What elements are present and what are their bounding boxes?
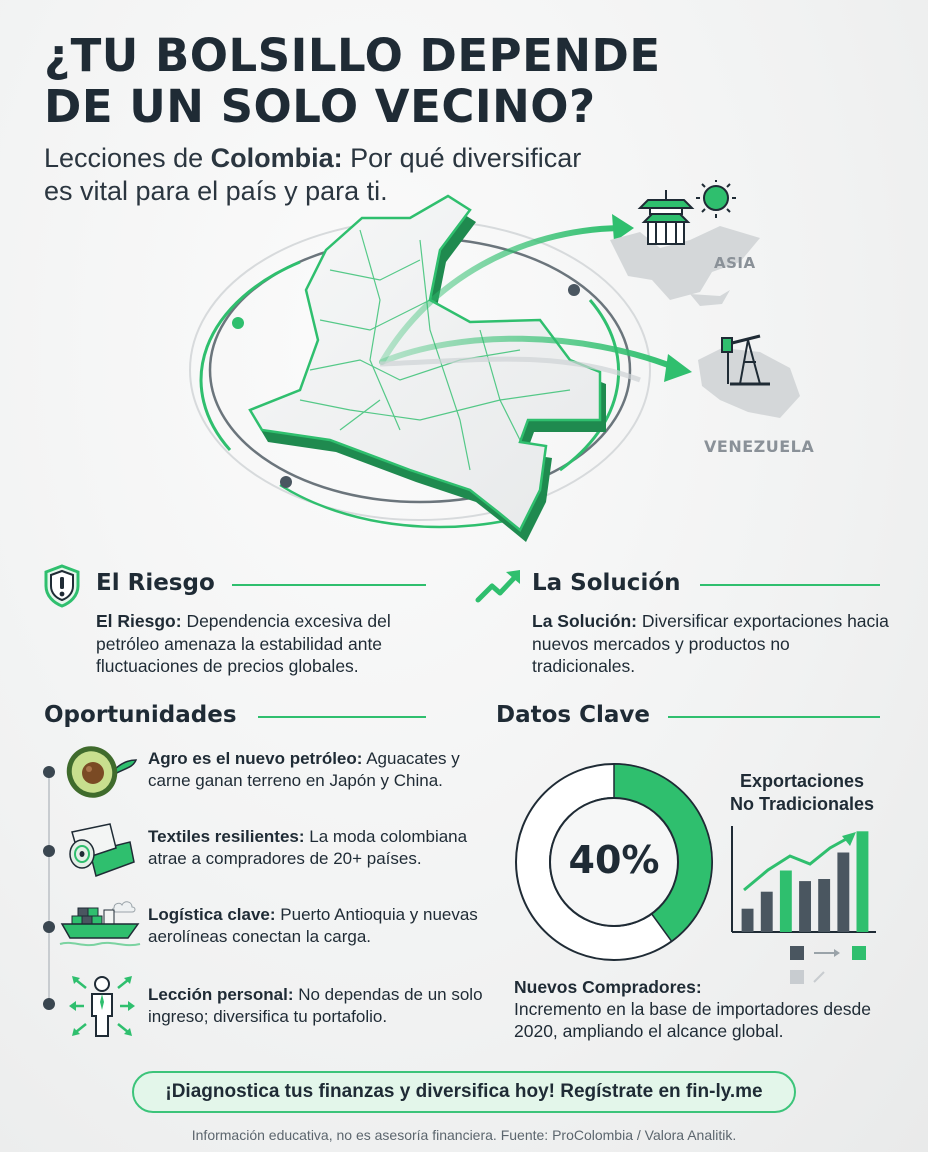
datos-divider <box>668 716 880 718</box>
trend-up-icon <box>475 570 520 603</box>
sun-icon <box>696 180 736 218</box>
opportunity-body: No dependas de un solo ingreso; diversif… <box>148 985 483 1026</box>
bar-title-line-1: Exportaciones <box>739 771 865 791</box>
bar-7 <box>856 831 869 932</box>
orbit-dot-dark <box>280 476 292 488</box>
asia-label: ASIA <box>714 254 756 272</box>
opportunity-bold: Logística clave: <box>148 905 276 924</box>
subtitle-line-2: es vital para el país y para ti. <box>44 176 388 206</box>
opportunity-body: Aguacates y carne ganan terreno en Japón… <box>148 749 460 790</box>
donut-chart <box>515 763 713 961</box>
solucion-divider <box>700 584 880 586</box>
cargo-ship-icon <box>59 901 141 947</box>
nuevos-text: Incremento en la base de importadores de… <box>514 999 872 1041</box>
shield-warning-icon <box>44 564 80 608</box>
riesgo-bold: El Riesgo: <box>96 611 182 631</box>
colombia-map-illustration <box>189 180 800 542</box>
timeline-dot <box>43 921 55 933</box>
oportunidades-divider <box>258 716 426 718</box>
opportunity-bold: Lección personal: <box>148 985 294 1004</box>
timeline-dot <box>43 998 55 1010</box>
nuevos-bold: Nuevos Compradores: <box>514 977 702 997</box>
bar-2 <box>760 891 773 932</box>
title-line-2: DE UN SOLO VECINO? <box>44 80 596 133</box>
bar-chart-title: Exportaciones No Tradicionales <box>712 770 892 816</box>
timeline-line <box>48 772 50 1004</box>
bar-title-line-2: No Tradicionales <box>729 794 875 814</box>
bar-1 <box>741 908 754 932</box>
solucion-bold: La Solución: <box>532 611 637 631</box>
footer-note: Información educativa, no es asesoría fi… <box>191 1127 737 1143</box>
bar-chart <box>731 826 876 933</box>
orbit-dot-green <box>232 317 244 329</box>
timeline-dot <box>43 766 55 778</box>
nuevos-compradores: Nuevos Compradores: Incremento en la bas… <box>514 976 894 1042</box>
oil-pump-icon <box>721 334 770 386</box>
bar-5 <box>818 879 831 932</box>
trend-arrow-head <box>842 832 856 846</box>
bar-3 <box>779 870 792 932</box>
oportunidades-heading: Oportunidades <box>44 702 237 728</box>
bar-6 <box>837 852 850 932</box>
page-title: ¿TU BOLSILLO DEPENDE DE UN SOLO VECINO? <box>44 30 804 132</box>
arrow-to-asia <box>379 225 623 365</box>
cta-text: ¡Diagnostica tus finanzas y diversifica … <box>165 1081 763 1102</box>
riesgo-body: Dependencia excesiva del petróleo amenaz… <box>96 611 391 676</box>
subtitle-prefix: Lecciones de <box>44 143 211 173</box>
subtitle-bold: Colombia: <box>210 143 343 173</box>
solucion-heading: La Solución <box>532 570 681 596</box>
title-line-1: ¿TU BOLSILLO DEPENDE <box>44 29 661 82</box>
pagoda-icon <box>637 190 695 245</box>
opportunity-body: Puerto Antioquia y nuevas aerolíneas con… <box>148 905 478 946</box>
avocado-icon <box>66 746 138 798</box>
solucion-body: Diversificar exportaciones hacia nuevos … <box>532 611 889 676</box>
person-arrows-icon <box>69 976 135 1037</box>
riesgo-text: El Riesgo: Dependencia excesiva del petr… <box>96 610 436 678</box>
opportunity-item: Agro es el nuevo petróleo: Aguacates y c… <box>148 748 493 792</box>
venezuela-label: VENEZUELA <box>704 437 815 456</box>
opportunity-bold: Agro es el nuevo petróleo: <box>148 749 363 768</box>
opportunity-bold: Textiles resilientes: <box>148 827 305 846</box>
donut-value: 40% <box>568 838 660 882</box>
opportunity-item: Logística clave: Puerto Antioquia y nuev… <box>148 904 493 948</box>
bar-4 <box>799 881 811 932</box>
fabric-roll-icon <box>69 823 135 877</box>
solucion-text: La Solución: Diversificar exportaciones … <box>532 610 892 678</box>
legend-icon <box>790 946 866 984</box>
opportunity-item: Lección personal: No dependas de un solo… <box>148 984 493 1028</box>
arrow-to-venezuela <box>379 335 679 371</box>
riesgo-divider <box>232 584 426 586</box>
cta-button[interactable]: ¡Diagnostica tus finanzas y diversifica … <box>132 1071 796 1113</box>
orbit-dot-dark <box>568 284 580 296</box>
datos-heading: Datos Clave <box>496 702 650 728</box>
riesgo-heading: El Riesgo <box>96 570 215 596</box>
page-subtitle: Lecciones de Colombia: Por qué diversifi… <box>44 142 684 208</box>
timeline-dot <box>43 845 55 857</box>
subtitle-rest: Por qué diversificar <box>342 143 582 173</box>
trend-line <box>743 836 849 892</box>
opportunity-body: La moda colombiana atrae a compradores d… <box>148 827 468 868</box>
opportunity-item: Textiles resilientes: La moda colombiana… <box>148 826 493 870</box>
